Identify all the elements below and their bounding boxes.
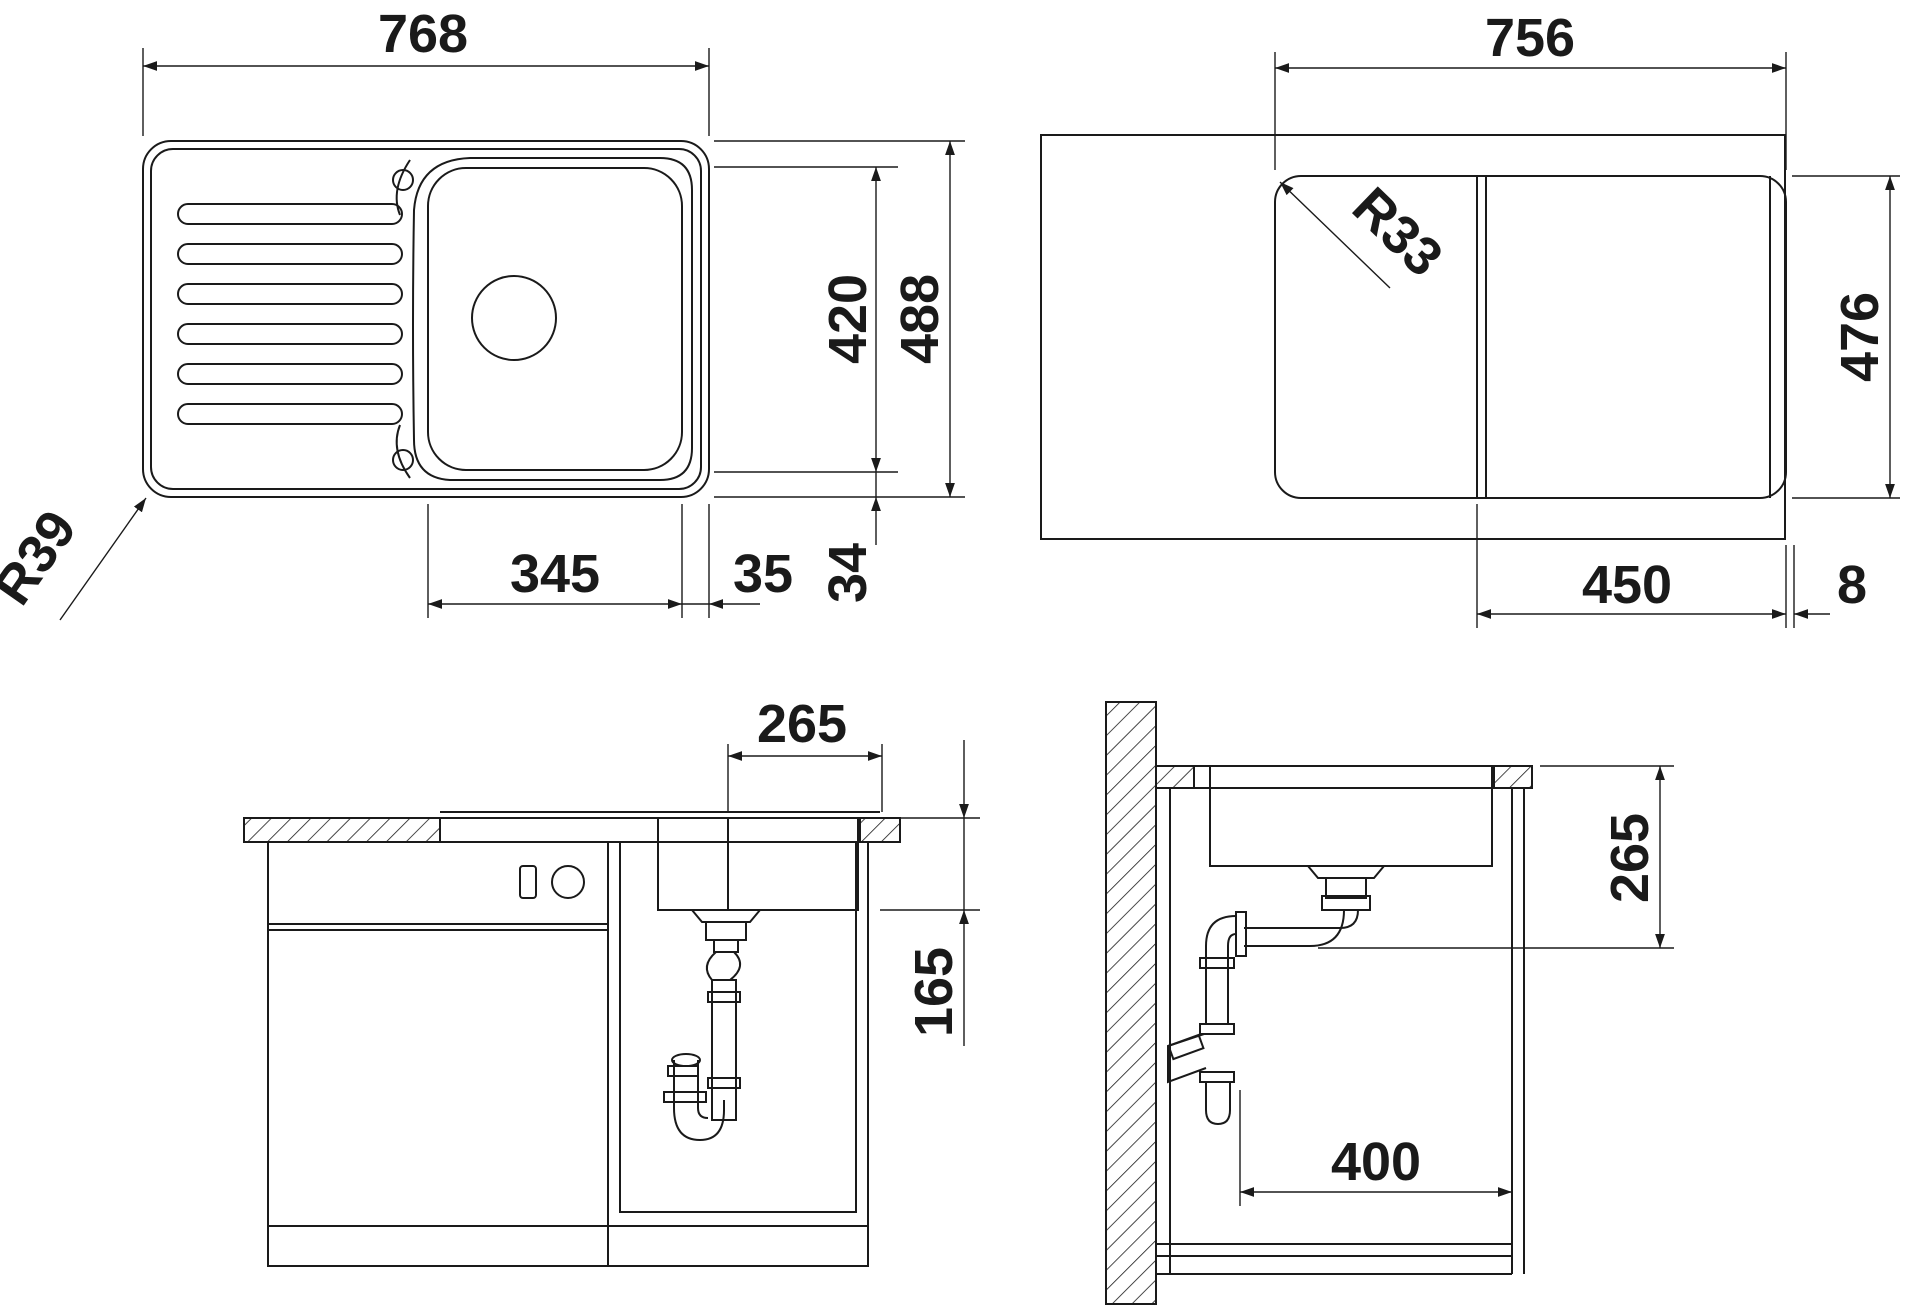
label-35: 35 — [733, 544, 793, 604]
label-265-side: 265 — [1600, 813, 1660, 903]
siphon-outlet — [671, 1053, 701, 1067]
siphon-u-bend-inner — [697, 1060, 709, 1119]
worktop-hatched-right — [1493, 765, 1533, 789]
wall-hatched — [1105, 701, 1157, 1305]
label-450: 450 — [1582, 555, 1672, 615]
worktop-hatched-left — [243, 817, 441, 843]
worktop-outline — [1040, 134, 1786, 540]
label-488: 488 — [890, 274, 950, 364]
drain-hole — [471, 275, 557, 361]
side-siphon-ring — [1199, 957, 1235, 969]
label-8: 8 — [1837, 555, 1867, 615]
side-view — [1105, 701, 1533, 1305]
siphon-u-bend — [673, 1060, 725, 1142]
drainer-rib — [177, 203, 403, 225]
worktop-section — [439, 817, 861, 843]
label-r33: R33 — [1341, 176, 1454, 288]
bowl-inner — [427, 167, 683, 471]
siphon-ring — [707, 991, 741, 1003]
siphon-upper — [705, 951, 741, 981]
drain-nut — [705, 921, 747, 941]
right-cabinet — [607, 841, 869, 1267]
side-drain-nut — [1325, 877, 1367, 899]
drain-tailpiece — [713, 939, 739, 953]
left-cabinet — [267, 841, 609, 1267]
side-siphon-horizontal — [1244, 909, 1345, 947]
front-labels: 265 165 — [757, 694, 964, 1037]
side-siphon-elbow-inner — [1227, 933, 1237, 1024]
side-bowl — [1209, 765, 1493, 867]
label-265-front: 265 — [757, 694, 847, 754]
cutout-outline — [1274, 175, 1787, 499]
drain-fitting — [689, 909, 763, 923]
front-view — [243, 811, 901, 1267]
side-siphon-trap — [1205, 1082, 1231, 1126]
tap-hole-top — [392, 169, 414, 191]
side-siphon-elbow — [1205, 915, 1237, 1024]
siphon-ring — [667, 1065, 699, 1077]
bowl-rim — [412, 157, 693, 481]
top-view-dimensions — [59, 48, 965, 621]
label-756: 756 — [1485, 8, 1575, 68]
side-siphon-ring — [1199, 1071, 1235, 1083]
top-view-sink — [142, 140, 710, 498]
label-345: 345 — [510, 544, 600, 604]
label-768: 768 — [378, 4, 468, 64]
side-siphon-horizontal-inner — [1244, 909, 1359, 929]
label-400: 400 — [1331, 1132, 1421, 1192]
label-165: 165 — [904, 947, 964, 1037]
radius-leader-r39 — [59, 497, 147, 621]
drainer-rib — [177, 403, 403, 425]
cutout-view — [1040, 134, 1787, 540]
side-siphon-ring — [1199, 1023, 1235, 1035]
control-knob-icon — [551, 865, 585, 899]
label-420: 420 — [818, 274, 878, 364]
sink-inner-outline — [150, 148, 702, 490]
drainer-ribs — [177, 203, 403, 425]
right-cabinet-inner — [619, 841, 857, 1213]
front-dimensions — [727, 740, 980, 1046]
label-34: 34 — [818, 543, 878, 603]
siphon-ring — [663, 1091, 707, 1103]
label-476: 476 — [1830, 292, 1890, 382]
side-drain-ring — [1321, 895, 1371, 911]
siphon-ring — [707, 1077, 741, 1089]
worktop-hatched-right — [859, 817, 901, 843]
drainer-rib — [177, 283, 403, 305]
side-dimensions — [1239, 765, 1674, 1206]
drainer-rib — [177, 363, 403, 385]
side-drain-fitting — [1305, 865, 1387, 879]
cutout-dimensions — [1274, 52, 1900, 628]
side-siphon-ring — [1235, 911, 1247, 957]
tap-hole-bottom — [392, 449, 414, 471]
drainer-rib — [177, 243, 403, 265]
radius-leader-r33 — [1279, 181, 1391, 289]
side-labels: 265 400 — [1331, 813, 1660, 1192]
sink-outer-outline — [142, 140, 710, 498]
drainer-rib — [177, 323, 403, 345]
control-switch-icon — [519, 865, 537, 899]
front-bowl — [657, 817, 859, 911]
cutout-labels: 756 476 450 8 R33 — [1341, 8, 1890, 615]
worktop-hatched-left — [1155, 765, 1195, 789]
side-siphon-outlet-ring — [1167, 1033, 1205, 1061]
